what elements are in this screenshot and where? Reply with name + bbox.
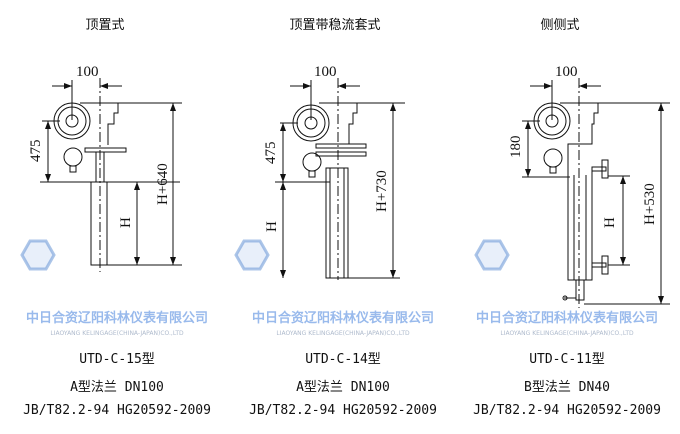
dim-h: H (264, 221, 280, 232)
watermark-company: 中日合资辽阳科林仪表有限公司 (25, 311, 209, 326)
dim-total: H+730 (374, 170, 390, 212)
drawing-utd-c-15: 100 475 H+640 H (28, 64, 182, 272)
dim-h: H (602, 217, 618, 228)
standard-label: JB/T82.2-94 HG20592-2009 (249, 403, 437, 418)
dim-width: 100 (314, 64, 337, 80)
model-label: UTD-C-14型 (305, 352, 381, 367)
flange-label: A型法兰 DN100 (70, 380, 164, 395)
panel-title-top-stabilizer: 顶置带稳流套式 (289, 18, 381, 33)
dim-total: H+640 (155, 163, 171, 205)
flange-label: A型法兰 DN100 (296, 380, 390, 395)
panel-title-top: 顶置式 (85, 18, 125, 33)
drawing-utd-c-11: 100 180 H H+530 (508, 64, 670, 308)
watermark-company-en: LIAOYANG KELINGAGE(CHINA-JAPAN)CO.,LTD (276, 330, 410, 337)
drawing-utd-c-14: 100 475 H+730 H (263, 64, 405, 280)
model-label: UTD-C-15型 (79, 352, 155, 367)
dim-total: H+530 (642, 183, 658, 225)
standard-label: JB/T82.2-94 HG20592-2009 (23, 403, 211, 418)
nbk-logo-watermarks (20, 239, 510, 271)
dim-side: 475 (263, 142, 279, 165)
dim-side: 180 (508, 136, 524, 159)
dim-width: 100 (555, 64, 578, 80)
model-label: UTD-C-11型 (529, 352, 605, 367)
dim-side: 475 (28, 140, 44, 163)
panel-title-side: 侧侧式 (540, 18, 580, 33)
flange-label: B型法兰 DN40 (524, 380, 610, 395)
dim-h: H (118, 217, 134, 228)
watermark-company-en: LIAOYANG KELINGAGE(CHINA-JAPAN)CO.,LTD (50, 330, 184, 337)
watermark-company-en: LIAOYANG KELINGAGE(CHINA-JAPAN)CO.,LTD (500, 330, 634, 337)
standard-label: JB/T82.2-94 HG20592-2009 (473, 403, 661, 418)
watermark-company: 中日合资辽阳科林仪表有限公司 (251, 311, 435, 326)
dim-width: 100 (76, 64, 99, 80)
watermark-company: 中日合资辽阳科林仪表有限公司 (475, 311, 659, 326)
